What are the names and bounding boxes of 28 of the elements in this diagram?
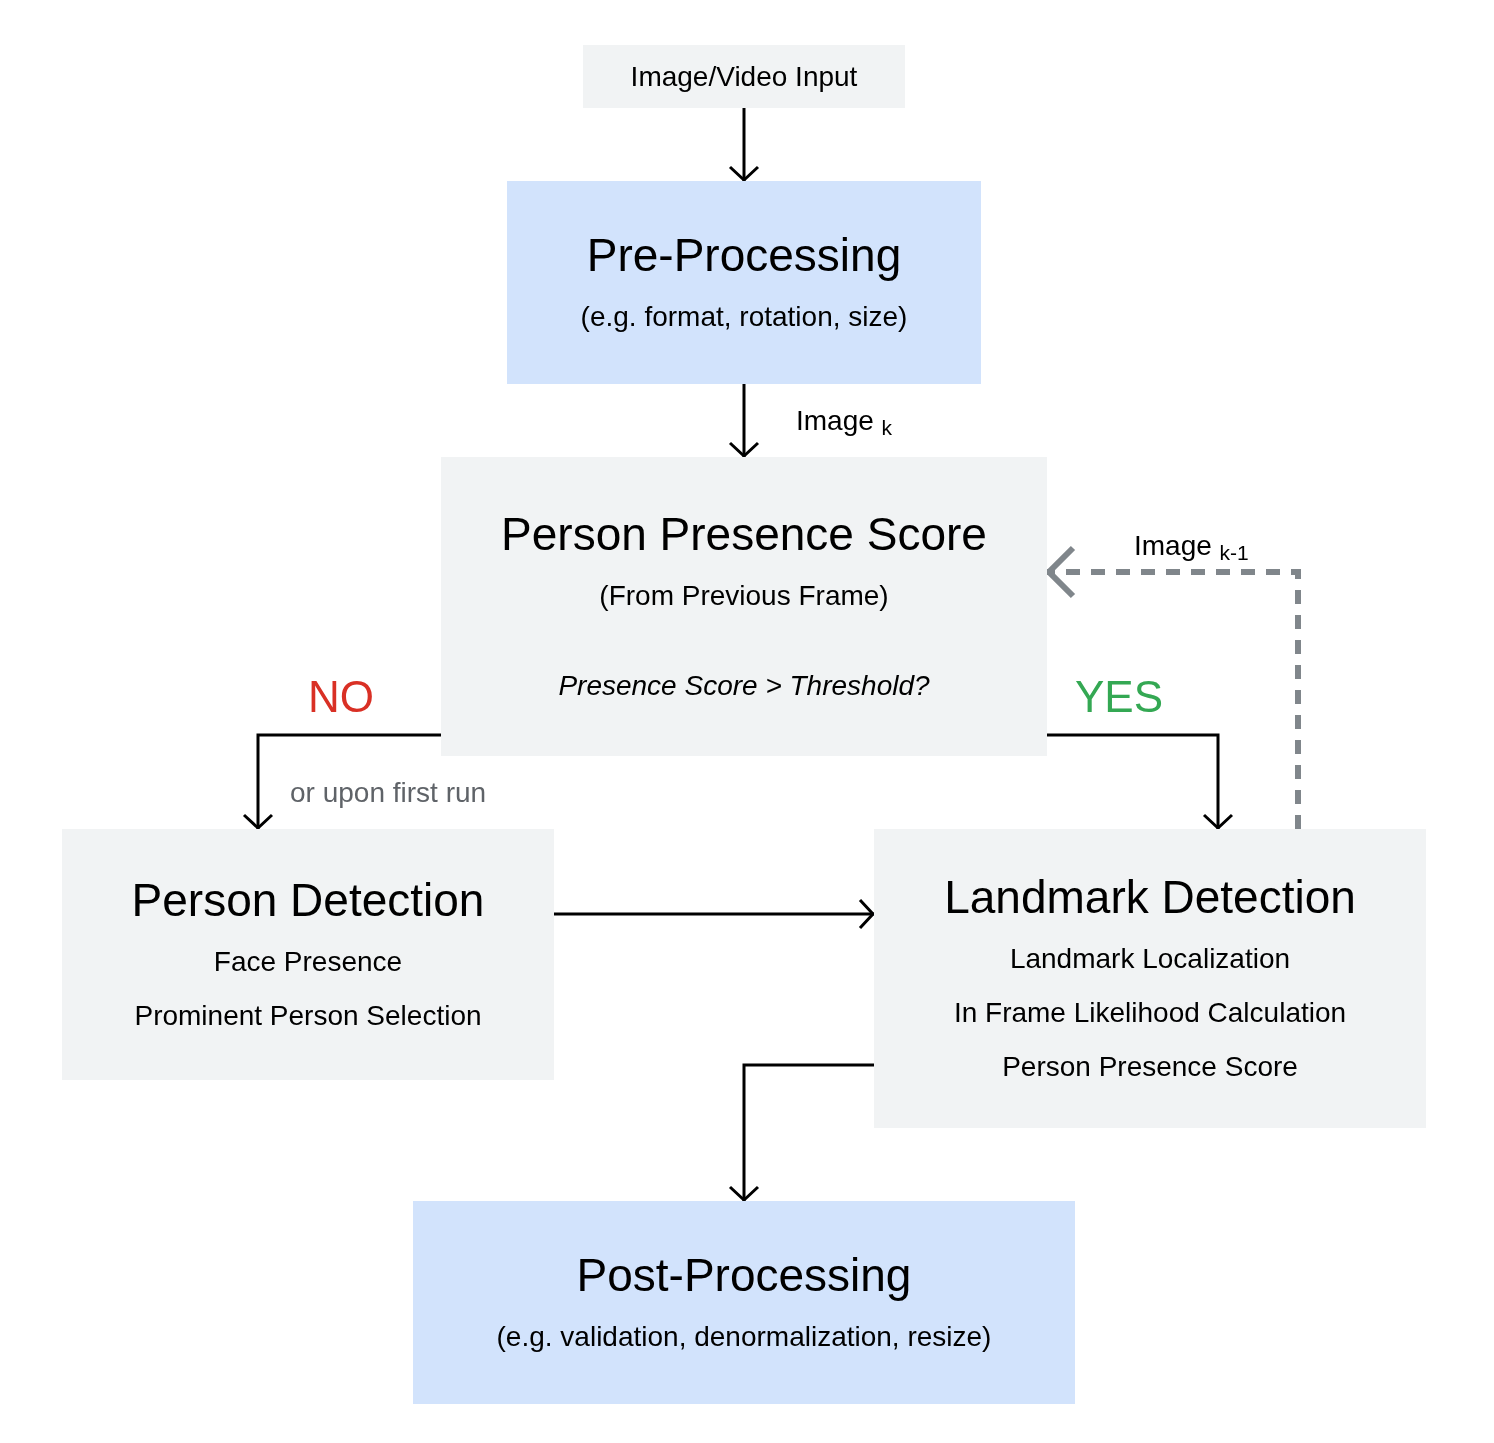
box-title: Post-Processing: [576, 1247, 912, 1303]
box-text: (e.g. format, rotation, size): [580, 300, 908, 335]
box-text: In Frame Likelihood Calculation: [953, 996, 1347, 1031]
box-title: Pre-Processing: [586, 227, 902, 283]
input-box: [583, 45, 905, 108]
box-text: (From Previous Frame): [599, 579, 889, 614]
arrow: [1047, 733, 1234, 830]
box-title: Landmark Detection: [944, 869, 1356, 925]
box-text: Face Presence: [213, 945, 403, 980]
box-title: Person Presence Score: [501, 506, 987, 562]
box-text: (e.g. validation, denormalization, resize): [496, 1320, 992, 1355]
arrow: [728, 384, 760, 458]
dashed-arrow: [1046, 545, 1301, 829]
box-text: Image/Video Input: [630, 59, 858, 94]
process-box: [62, 829, 554, 1080]
box-text: Person Presence Score: [1002, 1050, 1298, 1085]
arrow: [554, 898, 875, 930]
box-text: Landmark Localization: [1009, 942, 1291, 977]
box-text: Prominent Person Selection: [134, 999, 482, 1034]
arrow: [242, 733, 441, 830]
box-text: Presence Score > Threshold?: [558, 669, 930, 704]
box-title: Person Detection: [131, 872, 485, 928]
process-box: [413, 1201, 1075, 1404]
decision-box: [441, 457, 1047, 756]
process-box: [507, 181, 981, 384]
process-box: [874, 829, 1426, 1128]
arrow: [728, 108, 760, 182]
arrow: [728, 1063, 874, 1202]
